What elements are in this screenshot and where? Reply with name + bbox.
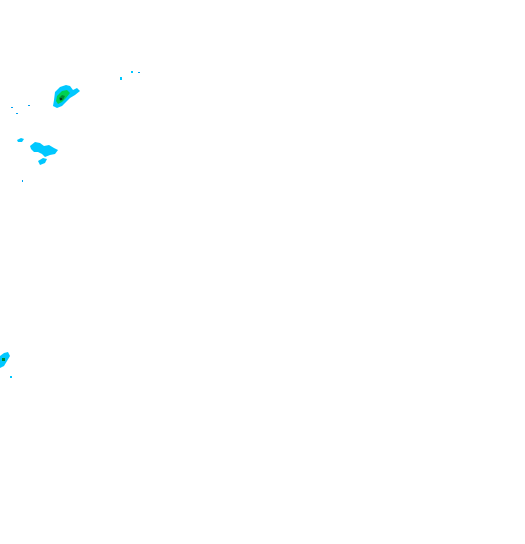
echo-cell-north: [53, 85, 80, 108]
echo-cell-west: [17, 138, 58, 165]
echo-pixel: [11, 107, 13, 108]
echo-pixel: [131, 71, 133, 73]
scattered-echo-pixels: [11, 71, 140, 182]
echo-pixel: [22, 180, 23, 182]
echo-cell-southwest-fleck: [10, 376, 12, 378]
echo-cell-west-main: [30, 142, 58, 157]
echo-cell-west-fleck: [17, 138, 24, 142]
echo-cell-southwest: [0, 352, 12, 378]
echo-pixel: [28, 105, 30, 106]
echo-pixel: [138, 72, 140, 73]
echo-pixel: [16, 113, 18, 114]
echo-cell-west-tail: [38, 158, 47, 165]
echo-cell-southwest-core: [2, 358, 5, 361]
echo-pixel: [120, 77, 122, 80]
echo-cell-north-core-pixel: [60, 98, 62, 100]
